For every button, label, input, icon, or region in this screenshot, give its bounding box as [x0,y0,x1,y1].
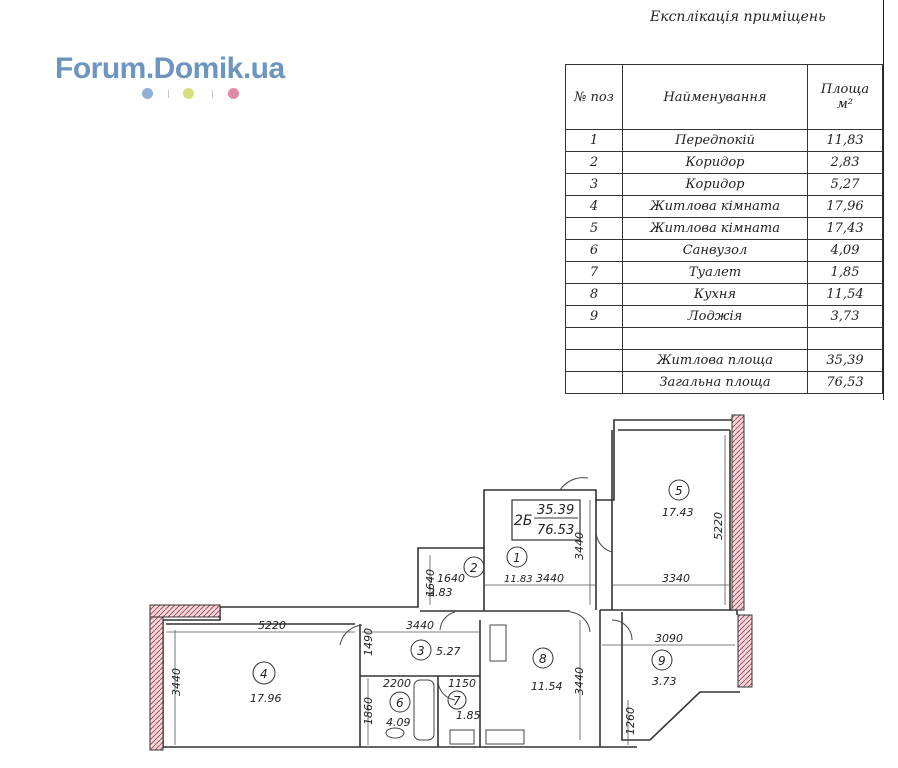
dim-label: 3440 [573,667,586,695]
header-num: № поз [565,64,623,130]
dim-label: 1640 [437,572,465,585]
summary-value: 35,39 [807,349,883,372]
room-area: 4.09 [386,716,411,729]
room-number: 5 [675,484,683,498]
room-area: 3.73 [652,675,677,688]
row-name: Житлова кімната [622,195,808,218]
logo-dot-green [183,88,194,99]
explication-title: Експлікація приміщень [650,9,826,25]
room-number: 8 [539,652,547,666]
site-logo: Forum.Domik.ua [55,52,285,85]
row-area: 4,09 [807,239,883,262]
frame-line [883,0,884,400]
row-name: Коридор [622,173,808,196]
sink [385,727,405,739]
room-area: 1.85 [456,709,481,722]
row-name: Санвузол [622,239,808,262]
bathtub [413,679,435,741]
room-number: 1 [513,551,521,565]
room-area: 17.96 [250,692,282,705]
dim-label: 5220 [712,512,725,540]
room-number: 4 [260,667,268,681]
logo-dot-pink [228,88,239,99]
dim-label: 3440 [406,619,434,632]
toilet [449,729,475,745]
dim-label: 3440 [573,532,586,560]
apartment-total: 76.53 [537,523,574,538]
row-area: 11,83 [807,129,883,152]
door-arcs [339,477,633,701]
room-markers [252,479,690,713]
room-number: 2 [470,561,478,575]
apartment-label-box [511,499,581,541]
row-name: Житлова кімната [622,217,808,240]
stove [489,624,507,662]
dim-label: 2200 [383,677,411,690]
wall-hatch-left [149,604,164,751]
dim-label: 1150 [448,677,476,690]
summary-value: 76,53 [807,371,883,394]
dim-label: 1860 [362,697,375,725]
apartment-living: 35.39 [537,503,574,518]
header-area: Площа м² [807,64,883,130]
dim-label: 3090 [655,632,683,645]
summary-label: Загальна площа [622,371,808,394]
logo-dot-blue [142,88,153,99]
dim-label: 1490 [362,628,375,656]
kitchen-counter [485,729,525,745]
logo-separator [212,90,213,98]
apartment-type: 2Б [514,513,533,529]
wall-hatch-right [731,414,745,611]
row-area: 1,85 [807,261,883,284]
wall-hatch-top-left [149,604,221,618]
dim-label: 3440 [536,572,564,585]
table-row-empty [565,327,883,350]
dimension-lines [166,435,735,745]
dim-label: 3440 [170,668,183,696]
logo-separator [168,90,169,98]
dim-label: 3340 [662,572,690,585]
room-area: 11.54 [531,680,563,693]
room-number: 9 [658,654,666,668]
dim-label: 1640 [424,569,437,597]
room-area: 17.43 [662,506,694,519]
dim-label: 1260 [624,707,637,735]
room-area: 5.27 [436,645,461,658]
room-number: 6 [396,696,404,710]
room-area: 2.83 [428,586,453,599]
room-number: 7 [453,694,461,708]
row-area: 11,54 [807,283,883,306]
dim-label: 5220 [258,619,286,632]
room-number: 3 [417,644,425,658]
wall-hatch-loggia [737,614,753,688]
room-area: 11.83 [504,574,533,585]
